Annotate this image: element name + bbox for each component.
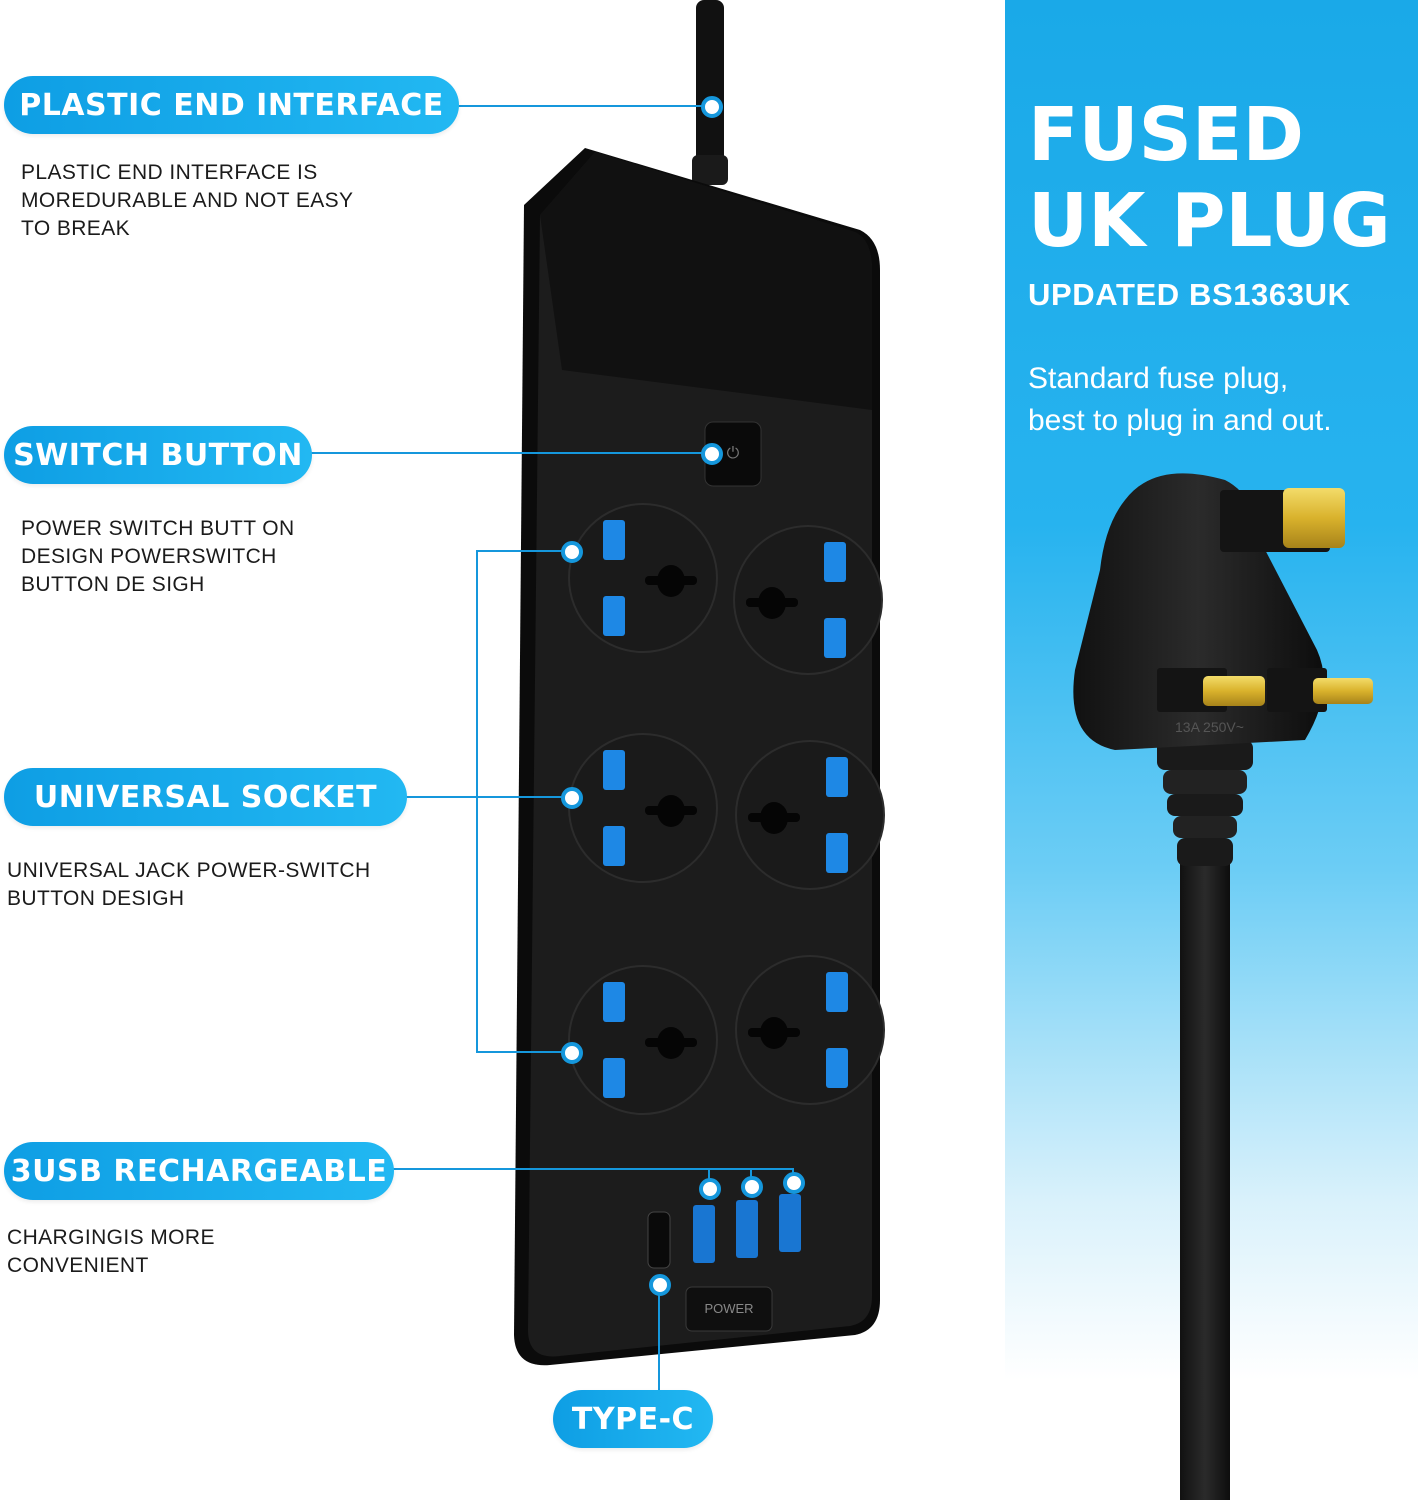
- earth-pin: [1283, 488, 1345, 548]
- svg-text:⏻: ⏻: [727, 443, 740, 462]
- socket-slot: [603, 1058, 625, 1098]
- usb-port-3: [779, 1194, 801, 1252]
- power-badge-text: POWER: [704, 1301, 753, 1316]
- plug-rating-text: 13A 250V~: [1175, 719, 1244, 735]
- socket-slot: [826, 1048, 848, 1088]
- socket-slot: [603, 750, 625, 790]
- usb-port-2: [736, 1200, 758, 1258]
- socket-slot: [826, 757, 848, 797]
- uk-plug-illustration: 13A 250V~: [1073, 473, 1373, 1500]
- connector-usb-drop-1: [708, 1168, 710, 1186]
- socket-neutral-slot: [645, 806, 697, 815]
- socket-neutral-slot: [748, 813, 800, 822]
- marker-plastic-end: [701, 96, 723, 118]
- socket-slot: [826, 972, 848, 1012]
- socket-slot: [826, 833, 848, 873]
- marker-usb-2: [741, 1176, 763, 1198]
- socket-slot: [603, 982, 625, 1022]
- heading-fused: FUSED: [1028, 92, 1304, 178]
- universal-socket-3: [568, 733, 718, 883]
- plug-cable: [1180, 860, 1230, 1500]
- socket-group: [568, 503, 885, 1115]
- type-c-port: [647, 1211, 671, 1269]
- connector-socket-vertical: [476, 550, 478, 1052]
- plastic-end-cap: [540, 152, 872, 410]
- marker-socket-1: [561, 541, 583, 563]
- socket-slot: [603, 596, 625, 636]
- neutral-pin: [1313, 678, 1373, 704]
- marker-type-c: [649, 1274, 671, 1296]
- power-strip-illustration: ⏻ POWER: [514, 0, 885, 1366]
- desc-universal-socket: UNIVERSAL JACK POWER-SWITCH BUTTON DESIG…: [7, 859, 371, 910]
- universal-socket-6: [735, 955, 885, 1105]
- subheading-standard: UPDATED BS1363UK: [1028, 277, 1351, 312]
- connector-type-c: [658, 1284, 660, 1394]
- input-cord: [696, 0, 724, 170]
- label-universal-socket: UNIVERSAL SOCKET: [4, 768, 407, 826]
- label-3usb-rechargeable: 3USB RECHARGEABLE: [4, 1142, 394, 1200]
- socket-neutral-slot: [748, 1028, 800, 1037]
- live-pin: [1203, 676, 1265, 706]
- label-type-c: TYPE-C: [553, 1390, 713, 1448]
- connector-usb: [380, 1168, 794, 1170]
- usb-ports: [647, 1194, 801, 1269]
- heading-uk-plug: UK PLUG: [1028, 178, 1391, 264]
- marker-switch: [701, 443, 723, 465]
- connector-plastic-end: [440, 105, 712, 107]
- marker-usb-3: [783, 1172, 805, 1194]
- socket-neutral-slot: [645, 576, 697, 585]
- marker-usb-1: [699, 1178, 721, 1200]
- connector-socket-mid: [400, 796, 572, 798]
- label-plastic-end-interface: PLASTIC END INTERFACE: [4, 76, 459, 134]
- connector-socket-top: [476, 550, 572, 552]
- desc-plastic-end-interface: PLASTIC END INTERFACE IS MOREDURABLE AND…: [21, 161, 354, 240]
- connector-socket-bottom: [476, 1051, 572, 1053]
- usb-port-1: [693, 1205, 715, 1263]
- socket-slot: [603, 826, 625, 866]
- universal-socket-1: [568, 503, 718, 653]
- socket-neutral-slot: [746, 598, 798, 607]
- strain-relief: [1157, 740, 1253, 866]
- socket-neutral-slot: [645, 1038, 697, 1047]
- socket-slot: [824, 542, 846, 582]
- socket-slot: [824, 618, 846, 658]
- universal-socket-2: [733, 525, 883, 675]
- socket-slot: [603, 520, 625, 560]
- label-switch-button: SWITCH BUTTON: [4, 426, 312, 484]
- universal-socket-5: [568, 965, 718, 1115]
- desc-3usb-rechargeable: CHARGINGIS MORE CONVENIENT: [7, 1226, 215, 1277]
- universal-socket-4: [735, 740, 885, 890]
- power-badge: [685, 1286, 773, 1332]
- connector-switch: [300, 452, 712, 454]
- marker-socket-2: [561, 787, 583, 809]
- plug-description: Standard fuse plug, best to plug in and …: [1028, 362, 1332, 437]
- desc-switch-button: POWER SWITCH BUTT ON DESIGN POWERSWITCH …: [21, 517, 295, 596]
- marker-socket-3: [561, 1042, 583, 1064]
